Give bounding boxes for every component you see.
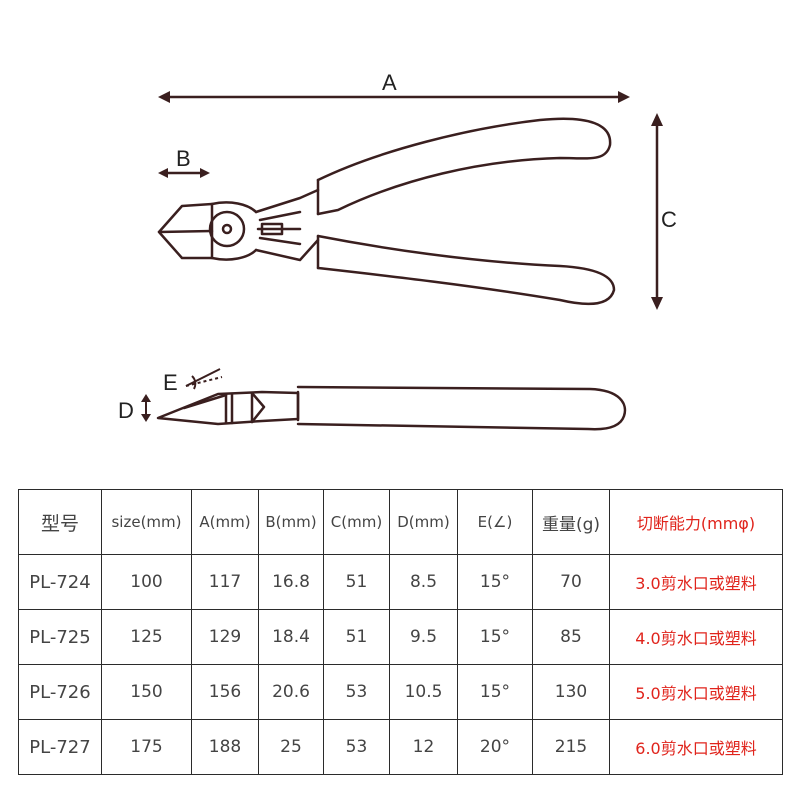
header-weight: 重量(g) [532,489,610,555]
header-model: 型号 [18,489,102,555]
label-d: D [118,398,134,423]
cell-weight: 85 [532,609,610,665]
dimension-b [158,168,210,178]
table-row: PL-726 150 156 20.6 53 10.5 15° 130 5.0剪… [18,664,783,720]
cell-b: 25 [258,719,324,775]
cell-cutting-capacity: 6.0剪水口或塑料 [609,719,783,775]
cell-size: 100 [101,554,192,610]
label-b: B [176,146,191,171]
cell-a: 156 [191,664,259,720]
cell-d: 12 [389,719,458,775]
label-a: A [382,70,397,95]
header-a: A(mm) [191,489,259,555]
cell-weight: 70 [532,554,610,610]
cell-model: PL-726 [18,664,102,720]
cell-cutting-capacity: 5.0剪水口或塑料 [609,664,783,720]
cell-b: 16.8 [258,554,324,610]
dimension-e [185,368,223,390]
cell-size: 150 [101,664,192,720]
header-size: size(mm) [101,489,192,555]
cell-c: 51 [323,554,390,610]
table-row: PL-725 125 129 18.4 51 9.5 15° 85 4.0剪水口… [18,609,783,665]
label-e: E [163,370,178,395]
cell-e: 20° [457,719,533,775]
cell-size: 125 [101,609,192,665]
header-d: D(mm) [389,489,458,555]
dimension-c [651,113,663,310]
cell-c: 53 [323,719,390,775]
pliers-side-view [156,385,627,431]
cell-e: 15° [457,554,533,610]
label-c: C [661,207,677,232]
cell-b: 20.6 [258,664,324,720]
pliers-top-view [157,117,616,306]
cell-weight: 130 [532,664,610,720]
cell-e: 15° [457,664,533,720]
header-b: B(mm) [258,489,324,555]
cell-a: 129 [191,609,259,665]
cell-weight: 215 [532,719,610,775]
cell-a: 188 [191,719,259,775]
cell-model: PL-724 [18,554,102,610]
pliers-dimension-diagram: A B C [118,70,677,431]
table-row: PL-727 175 188 25 53 12 20° 215 6.0剪水口或塑… [18,719,783,775]
cell-cutting-capacity: 4.0剪水口或塑料 [609,609,783,665]
cell-model: PL-727 [18,719,102,775]
cell-e: 15° [457,609,533,665]
cell-c: 53 [323,664,390,720]
cell-c: 51 [323,609,390,665]
cell-d: 8.5 [389,554,458,610]
cell-cutting-capacity: 3.0剪水口或塑料 [609,554,783,610]
dimension-a [158,91,630,103]
cell-size: 175 [101,719,192,775]
table-row: PL-724 100 117 16.8 51 8.5 15° 70 3.0剪水口… [18,554,783,610]
cell-a: 117 [191,554,259,610]
dimension-d [141,394,151,422]
cell-d: 9.5 [389,609,458,665]
cell-model: PL-725 [18,609,102,665]
header-c: C(mm) [323,489,390,555]
cell-b: 18.4 [258,609,324,665]
header-e: E(∠) [457,489,533,555]
header-cutting-capacity: 切断能力(mmφ) [609,489,783,555]
cell-d: 10.5 [389,664,458,720]
spec-table: 型号 size(mm) A(mm) B(mm) C(mm) D(mm) E(∠)… [18,489,783,775]
table-header-row: 型号 size(mm) A(mm) B(mm) C(mm) D(mm) E(∠)… [18,489,783,555]
